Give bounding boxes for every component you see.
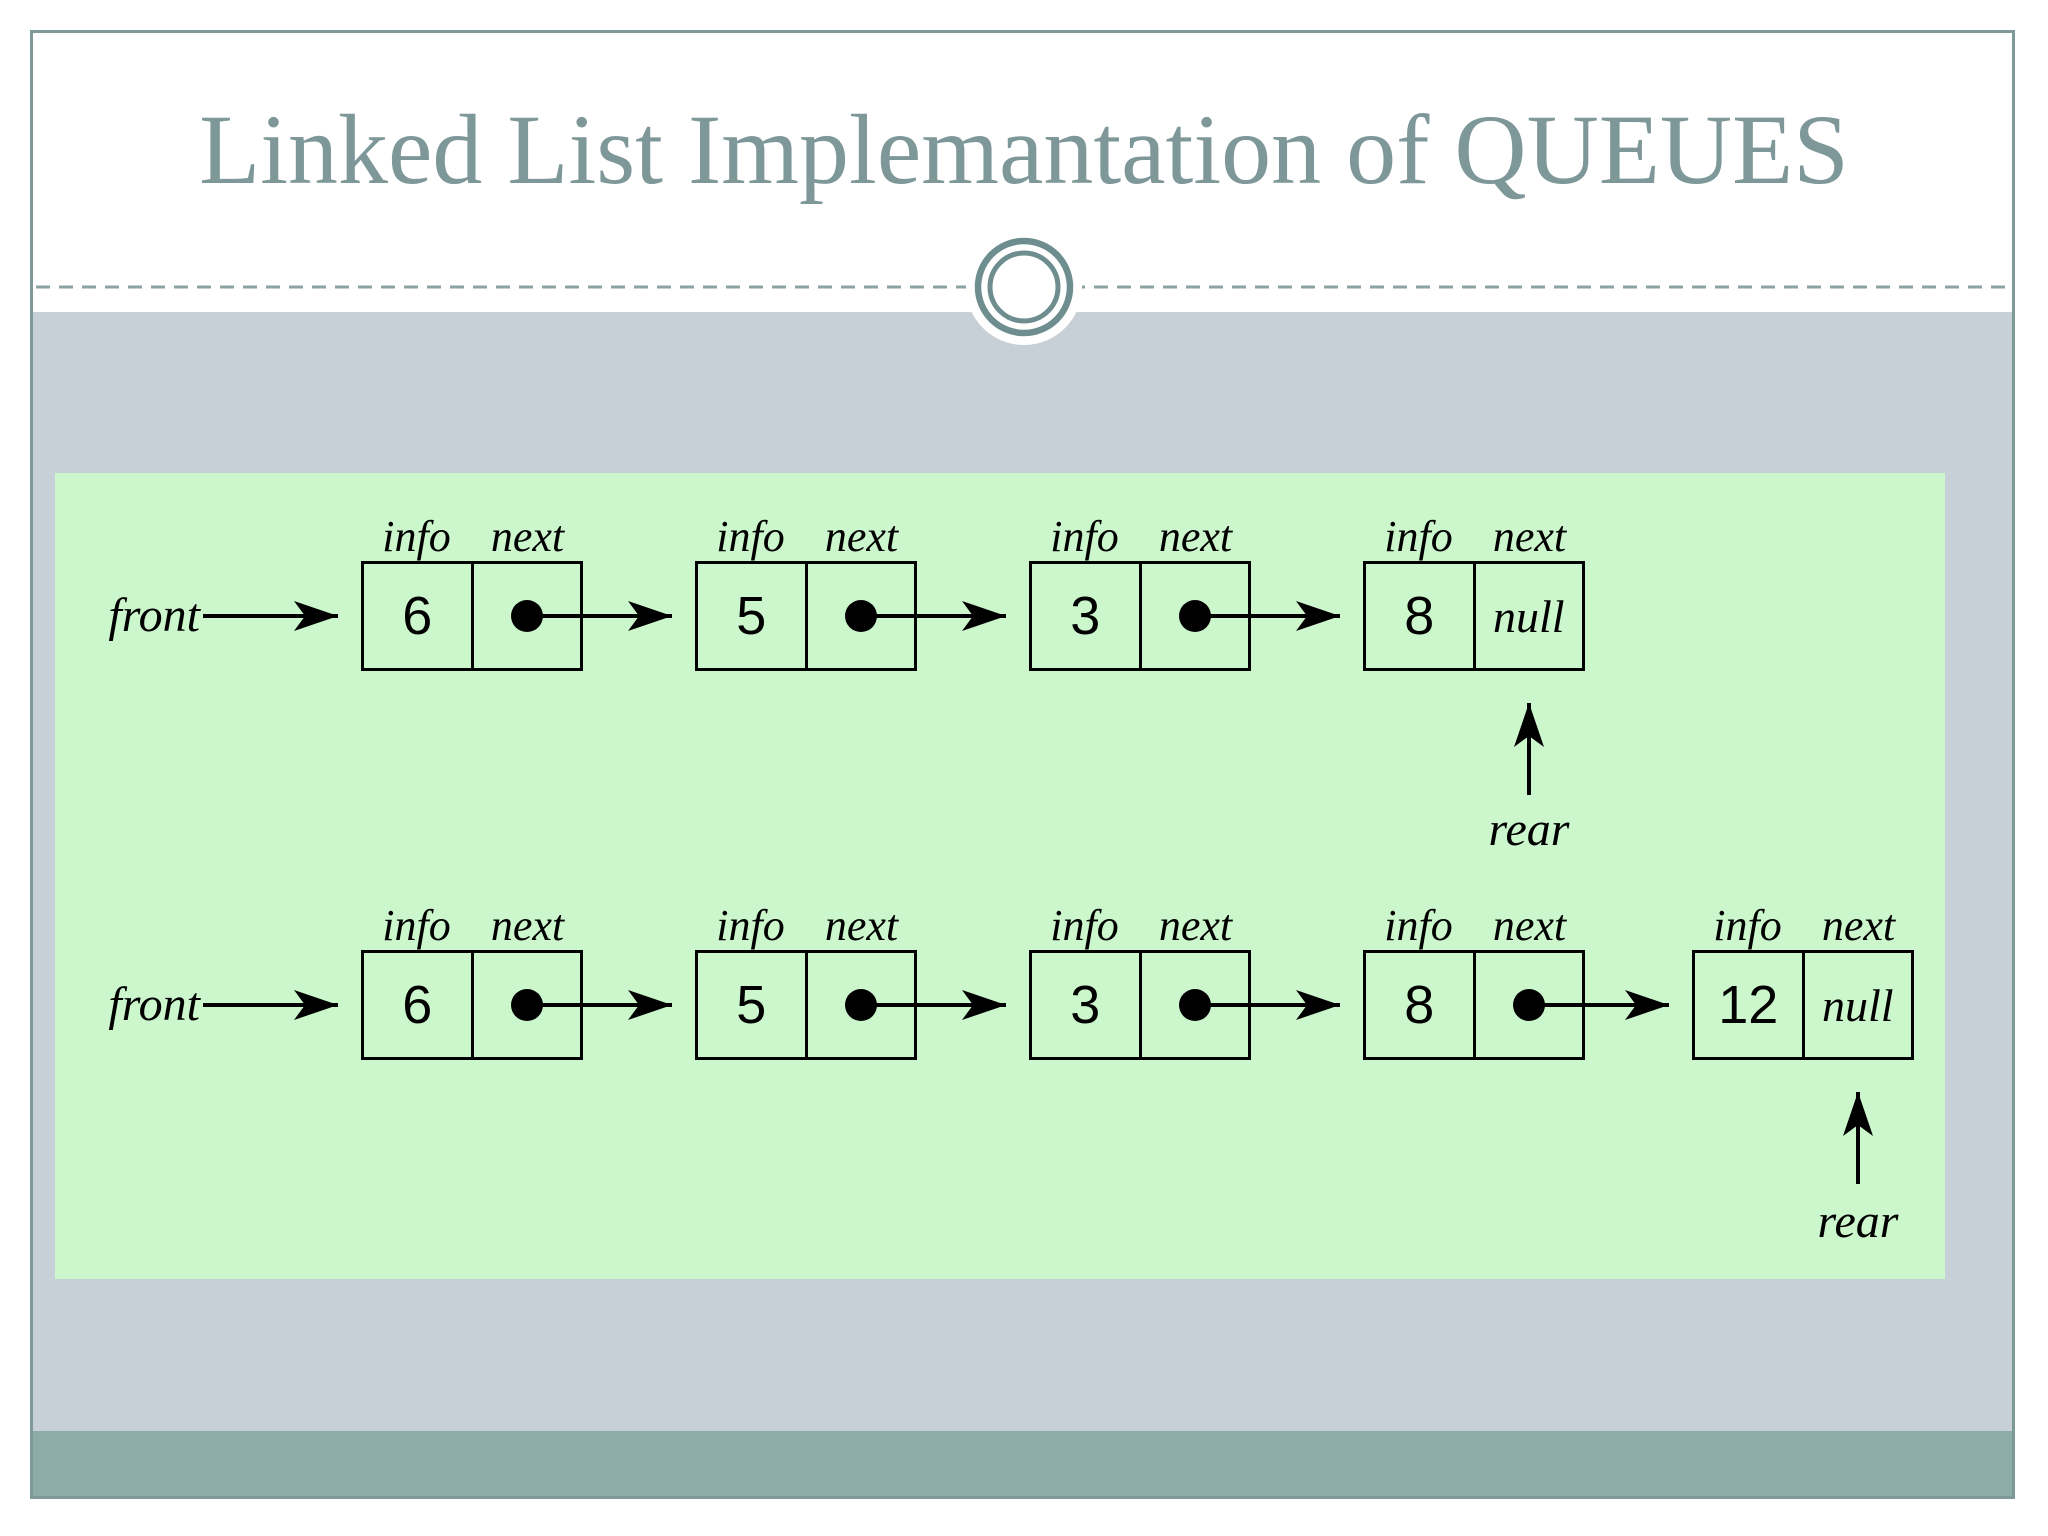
node-box: 6 bbox=[361, 950, 583, 1060]
node-header: info next bbox=[1029, 511, 1251, 561]
node-info-value: 8 bbox=[1404, 586, 1435, 646]
node-info-cell: 12 bbox=[1695, 953, 1805, 1057]
node-info-value: 5 bbox=[736, 586, 767, 646]
node-info-label: info bbox=[382, 901, 451, 950]
node-next-label: next bbox=[490, 901, 565, 950]
diagram-panel bbox=[55, 473, 1945, 1279]
node-next-cell: null bbox=[1476, 564, 1583, 668]
node-info-label: info bbox=[1050, 512, 1119, 561]
page-title: Linked List Implemantation of QUEUES bbox=[199, 94, 1849, 205]
node-box: 3 bbox=[1029, 561, 1251, 671]
node-next-label: next bbox=[824, 901, 899, 950]
node-next-cell bbox=[1142, 564, 1249, 668]
node-next-label: next bbox=[824, 512, 899, 561]
node-info-cell: 3 bbox=[1032, 953, 1142, 1057]
node-info-cell: 5 bbox=[698, 953, 808, 1057]
node-box: 5 bbox=[695, 561, 917, 671]
rear-label: rear bbox=[1488, 803, 1570, 856]
node-next-cell: null bbox=[1805, 953, 1912, 1057]
node-box: 6 bbox=[361, 561, 583, 671]
node: info next 8 null bbox=[1363, 511, 1585, 671]
node-next-cell bbox=[1142, 953, 1249, 1057]
node: info next 5 bbox=[695, 900, 917, 1060]
node: info next 6 bbox=[361, 900, 583, 1060]
node-info-label: info bbox=[716, 901, 785, 950]
node-header: info next bbox=[695, 511, 917, 561]
node-info-label: info bbox=[1384, 512, 1453, 561]
node: info next 12 null bbox=[1692, 900, 1914, 1060]
null-label: null bbox=[1492, 590, 1565, 642]
node-next-label: next bbox=[1492, 512, 1567, 561]
ornament-circle-inner-icon bbox=[987, 250, 1061, 324]
node-header: info next bbox=[1029, 900, 1251, 950]
node-info-cell: 8 bbox=[1366, 564, 1476, 668]
node-info-value: 12 bbox=[1718, 975, 1779, 1035]
node-next-label: next bbox=[490, 512, 565, 561]
node-next-cell bbox=[474, 953, 581, 1057]
node-info-value: 5 bbox=[736, 975, 767, 1035]
null-label: null bbox=[1821, 979, 1894, 1031]
front-label: front bbox=[108, 978, 200, 1031]
node-info-label: info bbox=[1050, 901, 1119, 950]
node-info-value: 8 bbox=[1404, 975, 1435, 1035]
front-label: front bbox=[108, 589, 200, 642]
node-next-label: next bbox=[1158, 901, 1233, 950]
node: info next 8 bbox=[1363, 900, 1585, 1060]
node-info-cell: 3 bbox=[1032, 564, 1142, 668]
node-info-value: 6 bbox=[402, 975, 433, 1035]
node-info-cell: 6 bbox=[364, 953, 474, 1057]
node-info-value: 3 bbox=[1070, 586, 1101, 646]
node-next-label: next bbox=[1492, 901, 1567, 950]
node-next-cell bbox=[474, 564, 581, 668]
node-info-value: 6 bbox=[402, 586, 433, 646]
node: info next 3 bbox=[1029, 900, 1251, 1060]
node-info-label: info bbox=[382, 512, 451, 561]
node-header: info next bbox=[1692, 900, 1914, 950]
node-info-label: info bbox=[1713, 901, 1782, 950]
node-box: 8 bbox=[1363, 950, 1585, 1060]
node-header: info next bbox=[695, 900, 917, 950]
node: info next 5 bbox=[695, 511, 917, 671]
node-info-label: info bbox=[716, 512, 785, 561]
node-next-label: next bbox=[1158, 512, 1233, 561]
node-header: info next bbox=[361, 511, 583, 561]
node-info-cell: 6 bbox=[364, 564, 474, 668]
node-next-cell bbox=[808, 953, 915, 1057]
rear-label: rear bbox=[1817, 1195, 1899, 1248]
node-info-cell: 5 bbox=[698, 564, 808, 668]
node-next-cell bbox=[808, 564, 915, 668]
node-info-value: 3 bbox=[1070, 975, 1101, 1035]
node-header: info next bbox=[361, 900, 583, 950]
node-header: info next bbox=[1363, 511, 1585, 561]
node-info-cell: 8 bbox=[1366, 953, 1476, 1057]
node: info next 6 bbox=[361, 511, 583, 671]
node-info-label: info bbox=[1384, 901, 1453, 950]
node-box: 3 bbox=[1029, 950, 1251, 1060]
footer-band bbox=[33, 1431, 2015, 1499]
node-box: 5 bbox=[695, 950, 917, 1060]
node-header: info next bbox=[1363, 900, 1585, 950]
node-box: 8 null bbox=[1363, 561, 1585, 671]
node-next-label: next bbox=[1821, 901, 1896, 950]
node-next-cell bbox=[1476, 953, 1583, 1057]
node: info next 3 bbox=[1029, 511, 1251, 671]
node-box: 12 null bbox=[1692, 950, 1914, 1060]
